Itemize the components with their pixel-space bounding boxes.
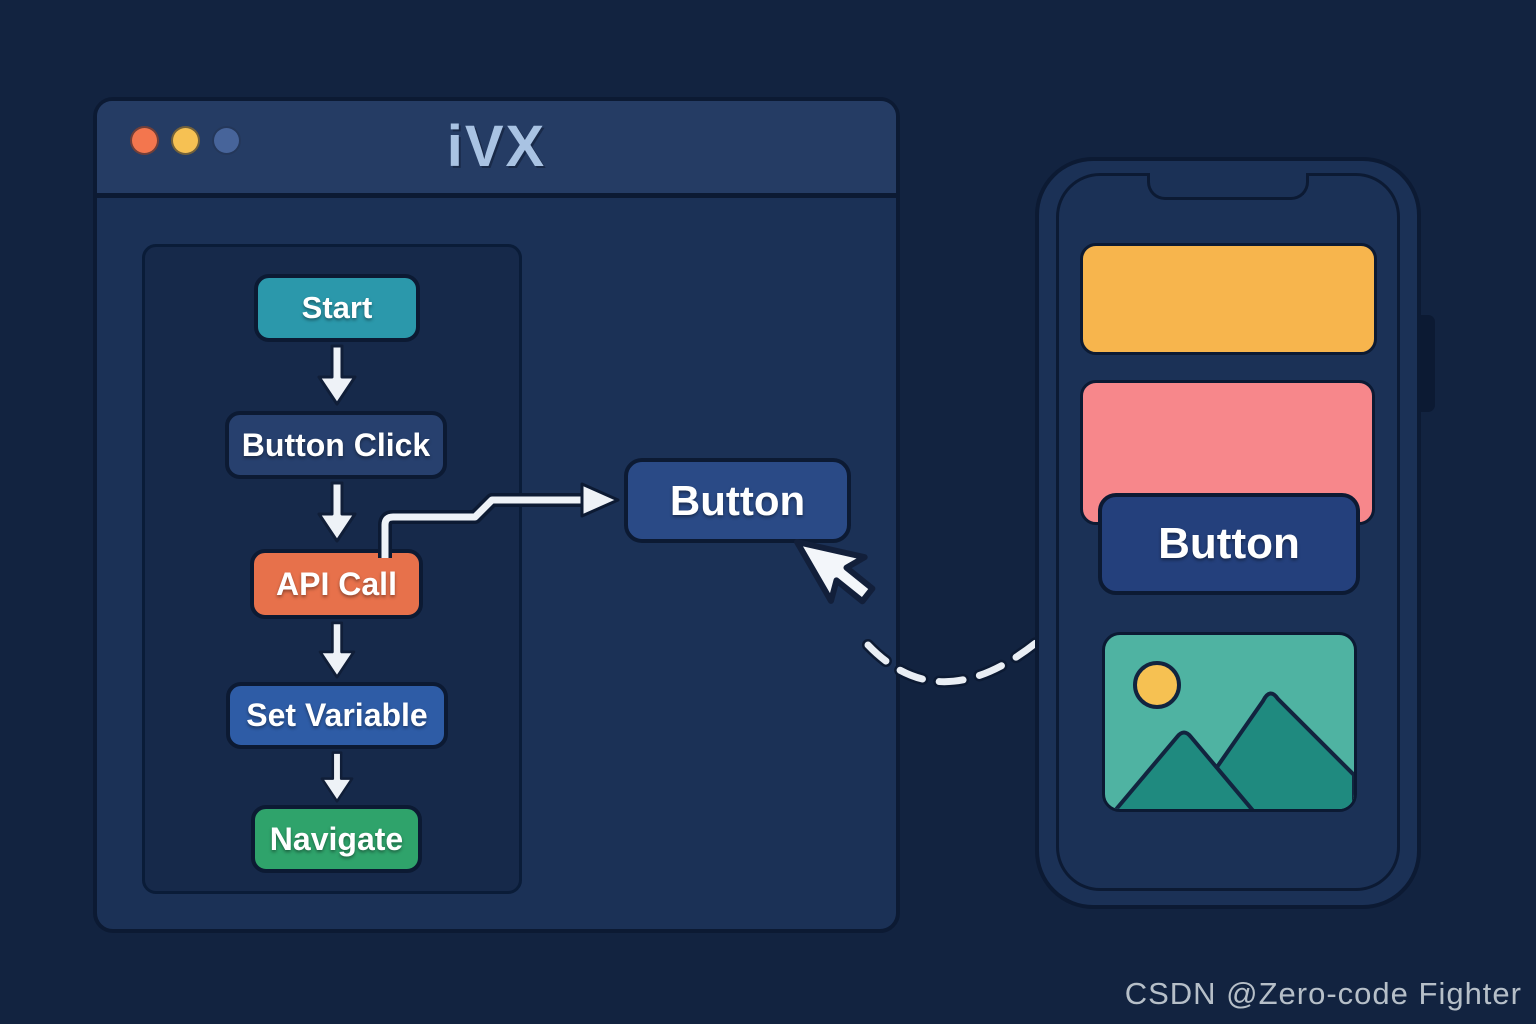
window-title: iVX xyxy=(446,114,547,179)
connector-arrow-icon xyxy=(370,480,630,570)
arrow-down-icon xyxy=(317,481,357,543)
flow-node-start[interactable]: Start xyxy=(254,274,420,342)
phone-preview: Button xyxy=(1035,157,1421,909)
logic-flow-panel: Start Button Click API Call Set Variable… xyxy=(142,244,522,894)
flow-node-navigate[interactable]: Navigate xyxy=(251,805,422,873)
maximize-button[interactable] xyxy=(212,126,241,155)
phone-button[interactable]: Button xyxy=(1098,493,1360,595)
flow-node-set-variable[interactable]: Set Variable xyxy=(226,682,448,749)
arrow-down-icon xyxy=(317,621,357,679)
flow-node-button-click[interactable]: Button Click xyxy=(225,411,447,479)
window-titlebar: iVX xyxy=(97,101,896,198)
flow-node-api-call[interactable]: API Call xyxy=(250,549,423,619)
header-block[interactable] xyxy=(1080,243,1377,355)
image-block[interactable] xyxy=(1102,632,1357,812)
canvas-button[interactable]: Button xyxy=(624,458,851,543)
close-button[interactable] xyxy=(130,126,159,155)
arrow-down-icon xyxy=(317,344,357,406)
arrow-down-icon xyxy=(317,751,357,803)
watermark: CSDN @Zero-code Fighter xyxy=(1124,976,1522,1011)
minimize-button[interactable] xyxy=(171,126,200,155)
drag-link-icon xyxy=(840,588,1090,733)
sun-icon xyxy=(1133,661,1181,709)
mountains-icon xyxy=(1113,691,1354,809)
cursor-icon xyxy=(789,505,900,627)
phone-notch-icon xyxy=(1147,173,1309,200)
